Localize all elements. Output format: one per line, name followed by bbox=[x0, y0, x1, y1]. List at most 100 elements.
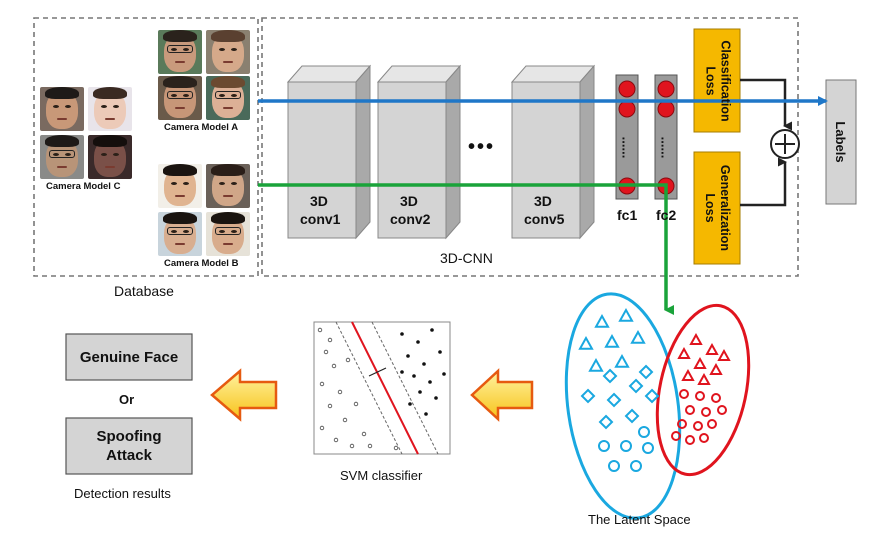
red-triangle-marker bbox=[693, 356, 707, 369]
red-circle-marker bbox=[707, 419, 717, 429]
svm-filled-point bbox=[442, 372, 446, 376]
database-box bbox=[33, 17, 259, 277]
face-c2 bbox=[88, 87, 132, 131]
cyan-circle-marker bbox=[608, 460, 620, 472]
svm-filled-point bbox=[428, 380, 432, 384]
genuine-face-label: Genuine Face bbox=[79, 348, 179, 366]
face-c3 bbox=[40, 135, 84, 179]
detection-results-label: Detection results bbox=[74, 486, 171, 501]
generalization-loss-label: Generalization Loss bbox=[694, 152, 740, 264]
svm-filled-point bbox=[430, 328, 434, 332]
red-circle-marker bbox=[685, 435, 695, 445]
conv5-block bbox=[510, 64, 596, 240]
face-c4 bbox=[88, 135, 132, 179]
layers-ellipsis: ••• bbox=[468, 136, 496, 158]
svm-hollow-point bbox=[342, 417, 348, 423]
svm-filled-point bbox=[418, 390, 422, 394]
red-circle-marker bbox=[711, 393, 721, 403]
classification-loss-line1: Classification bbox=[718, 40, 733, 122]
face-b1 bbox=[158, 164, 202, 208]
latent-space-label: The Latent Space bbox=[588, 512, 691, 527]
cyan-diamond-marker bbox=[624, 408, 640, 424]
red-circle-marker bbox=[685, 405, 695, 415]
red-circle-marker bbox=[699, 433, 709, 443]
fc2-dots: ...... bbox=[658, 136, 674, 159]
conv5-label-top: 3D bbox=[534, 193, 552, 209]
fc1-label: fc1 bbox=[617, 207, 638, 223]
spoofing-attack-box bbox=[65, 417, 193, 475]
cnn-box bbox=[261, 17, 799, 277]
classification-loss-box bbox=[693, 28, 741, 133]
camera-model-c-label: Camera Model C bbox=[46, 181, 121, 192]
camera-model-a-label: Camera Model A bbox=[164, 122, 239, 133]
svm-filled-point bbox=[438, 350, 442, 354]
face-a4 bbox=[206, 76, 250, 120]
red-triangle-marker bbox=[677, 346, 691, 359]
cyan-diamond-marker bbox=[598, 414, 614, 430]
svm-classifier-label: SVM classifier bbox=[340, 468, 423, 483]
svm-hollow-point bbox=[331, 363, 337, 369]
conv2-block bbox=[376, 64, 462, 240]
cyan-diamond-marker bbox=[628, 378, 644, 394]
generalization-to-sum bbox=[740, 157, 787, 207]
face-a1 bbox=[158, 30, 202, 74]
red-circle-marker bbox=[677, 419, 687, 429]
red-circle-marker bbox=[695, 391, 705, 401]
svm-filled-point bbox=[406, 354, 410, 358]
svm-filled-point bbox=[424, 412, 428, 416]
genuine-face-box bbox=[65, 333, 193, 381]
red-circle-marker bbox=[671, 431, 681, 441]
svm-hollow-point bbox=[361, 431, 367, 437]
svm-hollow-point bbox=[367, 443, 373, 449]
spoofing-attack-line1: Spoofing bbox=[96, 428, 162, 445]
spoofing-attack-label: Spoofing Attack bbox=[66, 418, 192, 474]
fc2-bar bbox=[654, 74, 678, 200]
red-triangle-marker bbox=[681, 368, 695, 381]
generalization-loss-box bbox=[693, 151, 741, 265]
conv1-label-top: 3D bbox=[310, 193, 328, 209]
face-b4 bbox=[206, 212, 250, 256]
cyan-triangle-marker bbox=[618, 307, 634, 322]
camera-model-b-label: Camera Model B bbox=[164, 258, 239, 269]
classification-loss-label: Classification Loss bbox=[695, 30, 741, 133]
classification-loss-line2: Loss bbox=[703, 66, 718, 96]
fc1-bar bbox=[615, 74, 639, 200]
cyan-circle-marker bbox=[598, 440, 610, 452]
face-c1 bbox=[40, 87, 84, 131]
cyan-triangle-marker bbox=[578, 335, 594, 350]
fc1-dots: ...... bbox=[619, 136, 635, 159]
generalization-loss-line2: Loss bbox=[703, 193, 717, 223]
cyan-diamond-marker bbox=[644, 388, 660, 404]
red-circle-marker bbox=[679, 389, 689, 399]
red-triangle-marker bbox=[689, 332, 703, 345]
red-cluster-ellipse bbox=[655, 303, 751, 477]
cyan-triangle-marker bbox=[604, 333, 620, 348]
cyan-circle-marker bbox=[638, 426, 650, 438]
latent-to-svm-arrow bbox=[470, 368, 534, 422]
svm-filled-point bbox=[434, 396, 438, 400]
fc2-label: fc2 bbox=[656, 207, 677, 223]
svm-plot bbox=[313, 321, 451, 455]
red-circle-marker bbox=[717, 405, 727, 415]
cnn-label: 3D-CNN bbox=[440, 250, 493, 266]
cyan-triangle-marker bbox=[614, 353, 630, 368]
svm-filled-point bbox=[416, 340, 420, 344]
svm-hollow-point bbox=[349, 443, 355, 449]
svm-hollow-point bbox=[393, 445, 399, 451]
cyan-circle-marker bbox=[642, 442, 654, 454]
cyan-triangle-marker bbox=[630, 329, 646, 344]
svm-hollow-point bbox=[319, 425, 325, 431]
generalization-loss-line1: Generalization bbox=[718, 164, 732, 252]
face-b3 bbox=[158, 212, 202, 256]
cyan-diamond-marker bbox=[638, 364, 654, 380]
svm-filled-point bbox=[422, 362, 426, 366]
svm-hollow-point bbox=[327, 337, 333, 343]
face-a2 bbox=[206, 30, 250, 74]
red-triangle-marker bbox=[709, 362, 723, 375]
svm-hollow-point bbox=[323, 349, 329, 355]
svm-hollow-point bbox=[337, 389, 343, 395]
spoofing-attack-line2: Attack bbox=[106, 447, 152, 464]
face-b2 bbox=[206, 164, 250, 208]
svm-hollow-point bbox=[317, 327, 323, 333]
